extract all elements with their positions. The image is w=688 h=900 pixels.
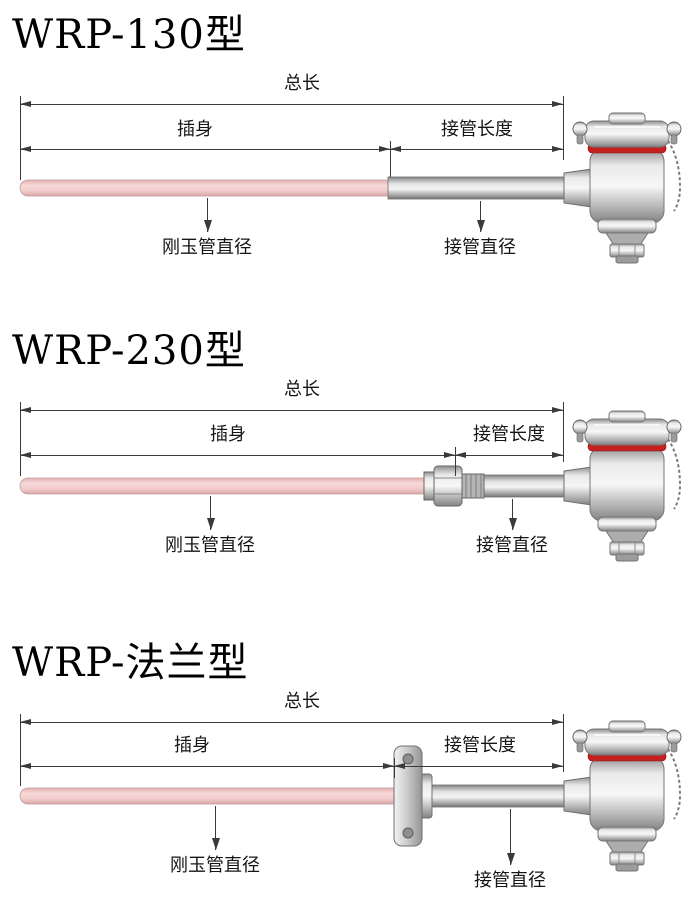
- arrowhead-right: [552, 452, 563, 458]
- terminal-head: [563, 410, 682, 562]
- dim-label-pipe-diameter: 接管直径: [444, 237, 516, 257]
- leader-ceramic-diameter: [212, 806, 220, 850]
- dim-label-pipe-length: 接管长度: [441, 119, 513, 139]
- extension-line-right: [563, 714, 564, 772]
- extension-line-mid: [455, 447, 456, 476]
- dim-label-ceramic-diameter: 刚玉管直径: [162, 237, 252, 257]
- dimension-line-total-length: [20, 101, 563, 107]
- dim-label-total-length: 总长: [284, 379, 320, 399]
- extension-line-right: [563, 402, 564, 462]
- arrowhead-left: [20, 407, 31, 413]
- leader-pipe-diameter: [507, 809, 515, 865]
- arrowhead-right: [552, 146, 563, 152]
- extension-line-left: [20, 96, 21, 180]
- arrowhead-right: [552, 763, 563, 769]
- arrowhead-right: [383, 763, 394, 769]
- arrowhead-left: [390, 146, 401, 152]
- arrowhead-right: [379, 146, 390, 152]
- dim-label-ceramic-diameter: 刚玉管直径: [165, 535, 255, 555]
- dim-label-pipe-diameter: 接管直径: [474, 870, 546, 890]
- dimension-line-insert-length: [20, 452, 455, 458]
- dim-label-pipe-length: 接管长度: [473, 424, 545, 444]
- diagram-art-wrp-flange: [19, 720, 682, 872]
- leader-ceramic-diameter: [207, 496, 215, 530]
- dim-label-insert-length: 插身: [177, 119, 213, 139]
- arrowhead-left: [20, 763, 31, 769]
- thread-fitting: [423, 465, 485, 507]
- arrowhead-left: [20, 101, 31, 107]
- ceramic-tube: [19, 787, 403, 805]
- arrowhead-left: [20, 146, 31, 152]
- dim-label-total-length: 总长: [284, 73, 320, 93]
- ceramic-tube: [19, 477, 433, 495]
- leader-ceramic-diameter: [204, 198, 212, 232]
- terminal-head: [563, 720, 682, 872]
- leader-pipe-diameter: [509, 499, 517, 530]
- arrowhead-right: [552, 101, 563, 107]
- diagram-wrp-230: WRP-230型 总长 插身 接管长度 刚玉管直径 接管直径: [0, 310, 688, 620]
- dimension-line-total-length: [20, 407, 563, 413]
- dimension-line-insert-length: [20, 763, 394, 769]
- flange: [393, 745, 433, 847]
- arrowhead-right: [552, 407, 563, 413]
- arrowhead-right: [444, 452, 455, 458]
- arrowhead-left: [455, 452, 466, 458]
- dim-label-insert-length: 插身: [210, 424, 246, 444]
- dim-label-insert-length: 插身: [174, 735, 210, 755]
- dim-label-total-length: 总长: [284, 691, 320, 711]
- dim-label-pipe-length: 接管长度: [444, 735, 516, 755]
- extension-line-left: [20, 402, 21, 476]
- arrowhead-left: [20, 452, 31, 458]
- extension-line-right: [563, 96, 564, 160]
- diagram-art-wrp-230: [19, 410, 682, 562]
- dimension-line-total-length: [20, 719, 563, 725]
- dimension-line-pipe-length: [455, 452, 563, 458]
- dim-label-pipe-diameter: 接管直径: [476, 535, 548, 555]
- arrowhead-right: [552, 719, 563, 725]
- dimension-line-pipe-length: [394, 763, 563, 769]
- arrowhead-left: [394, 763, 405, 769]
- section-title: WRP-230型: [12, 328, 246, 374]
- section-title: WRP-130型: [12, 12, 246, 58]
- diagram-wrp-flange: WRP-法兰型 总长 插身 接管长度 刚玉管直径 接管直径: [0, 620, 688, 900]
- diagram-art-wrp-130: [19, 112, 682, 264]
- leader-pipe-diameter: [477, 201, 485, 232]
- section-title: WRP-法兰型: [12, 640, 249, 686]
- extension-line-mid: [390, 141, 391, 177]
- diagram-wrp-130: WRP-130型 总长 插身 接管长度 刚玉管直径 接管直径: [0, 0, 688, 310]
- dimension-line-pipe-length: [390, 146, 563, 152]
- dim-label-ceramic-diameter: 刚玉管直径: [170, 855, 260, 875]
- ceramic-tube: [19, 179, 401, 197]
- arrowhead-left: [20, 719, 31, 725]
- extension-line-left: [20, 714, 21, 786]
- terminal-head: [563, 112, 682, 264]
- dimension-line-insert-length: [20, 146, 390, 152]
